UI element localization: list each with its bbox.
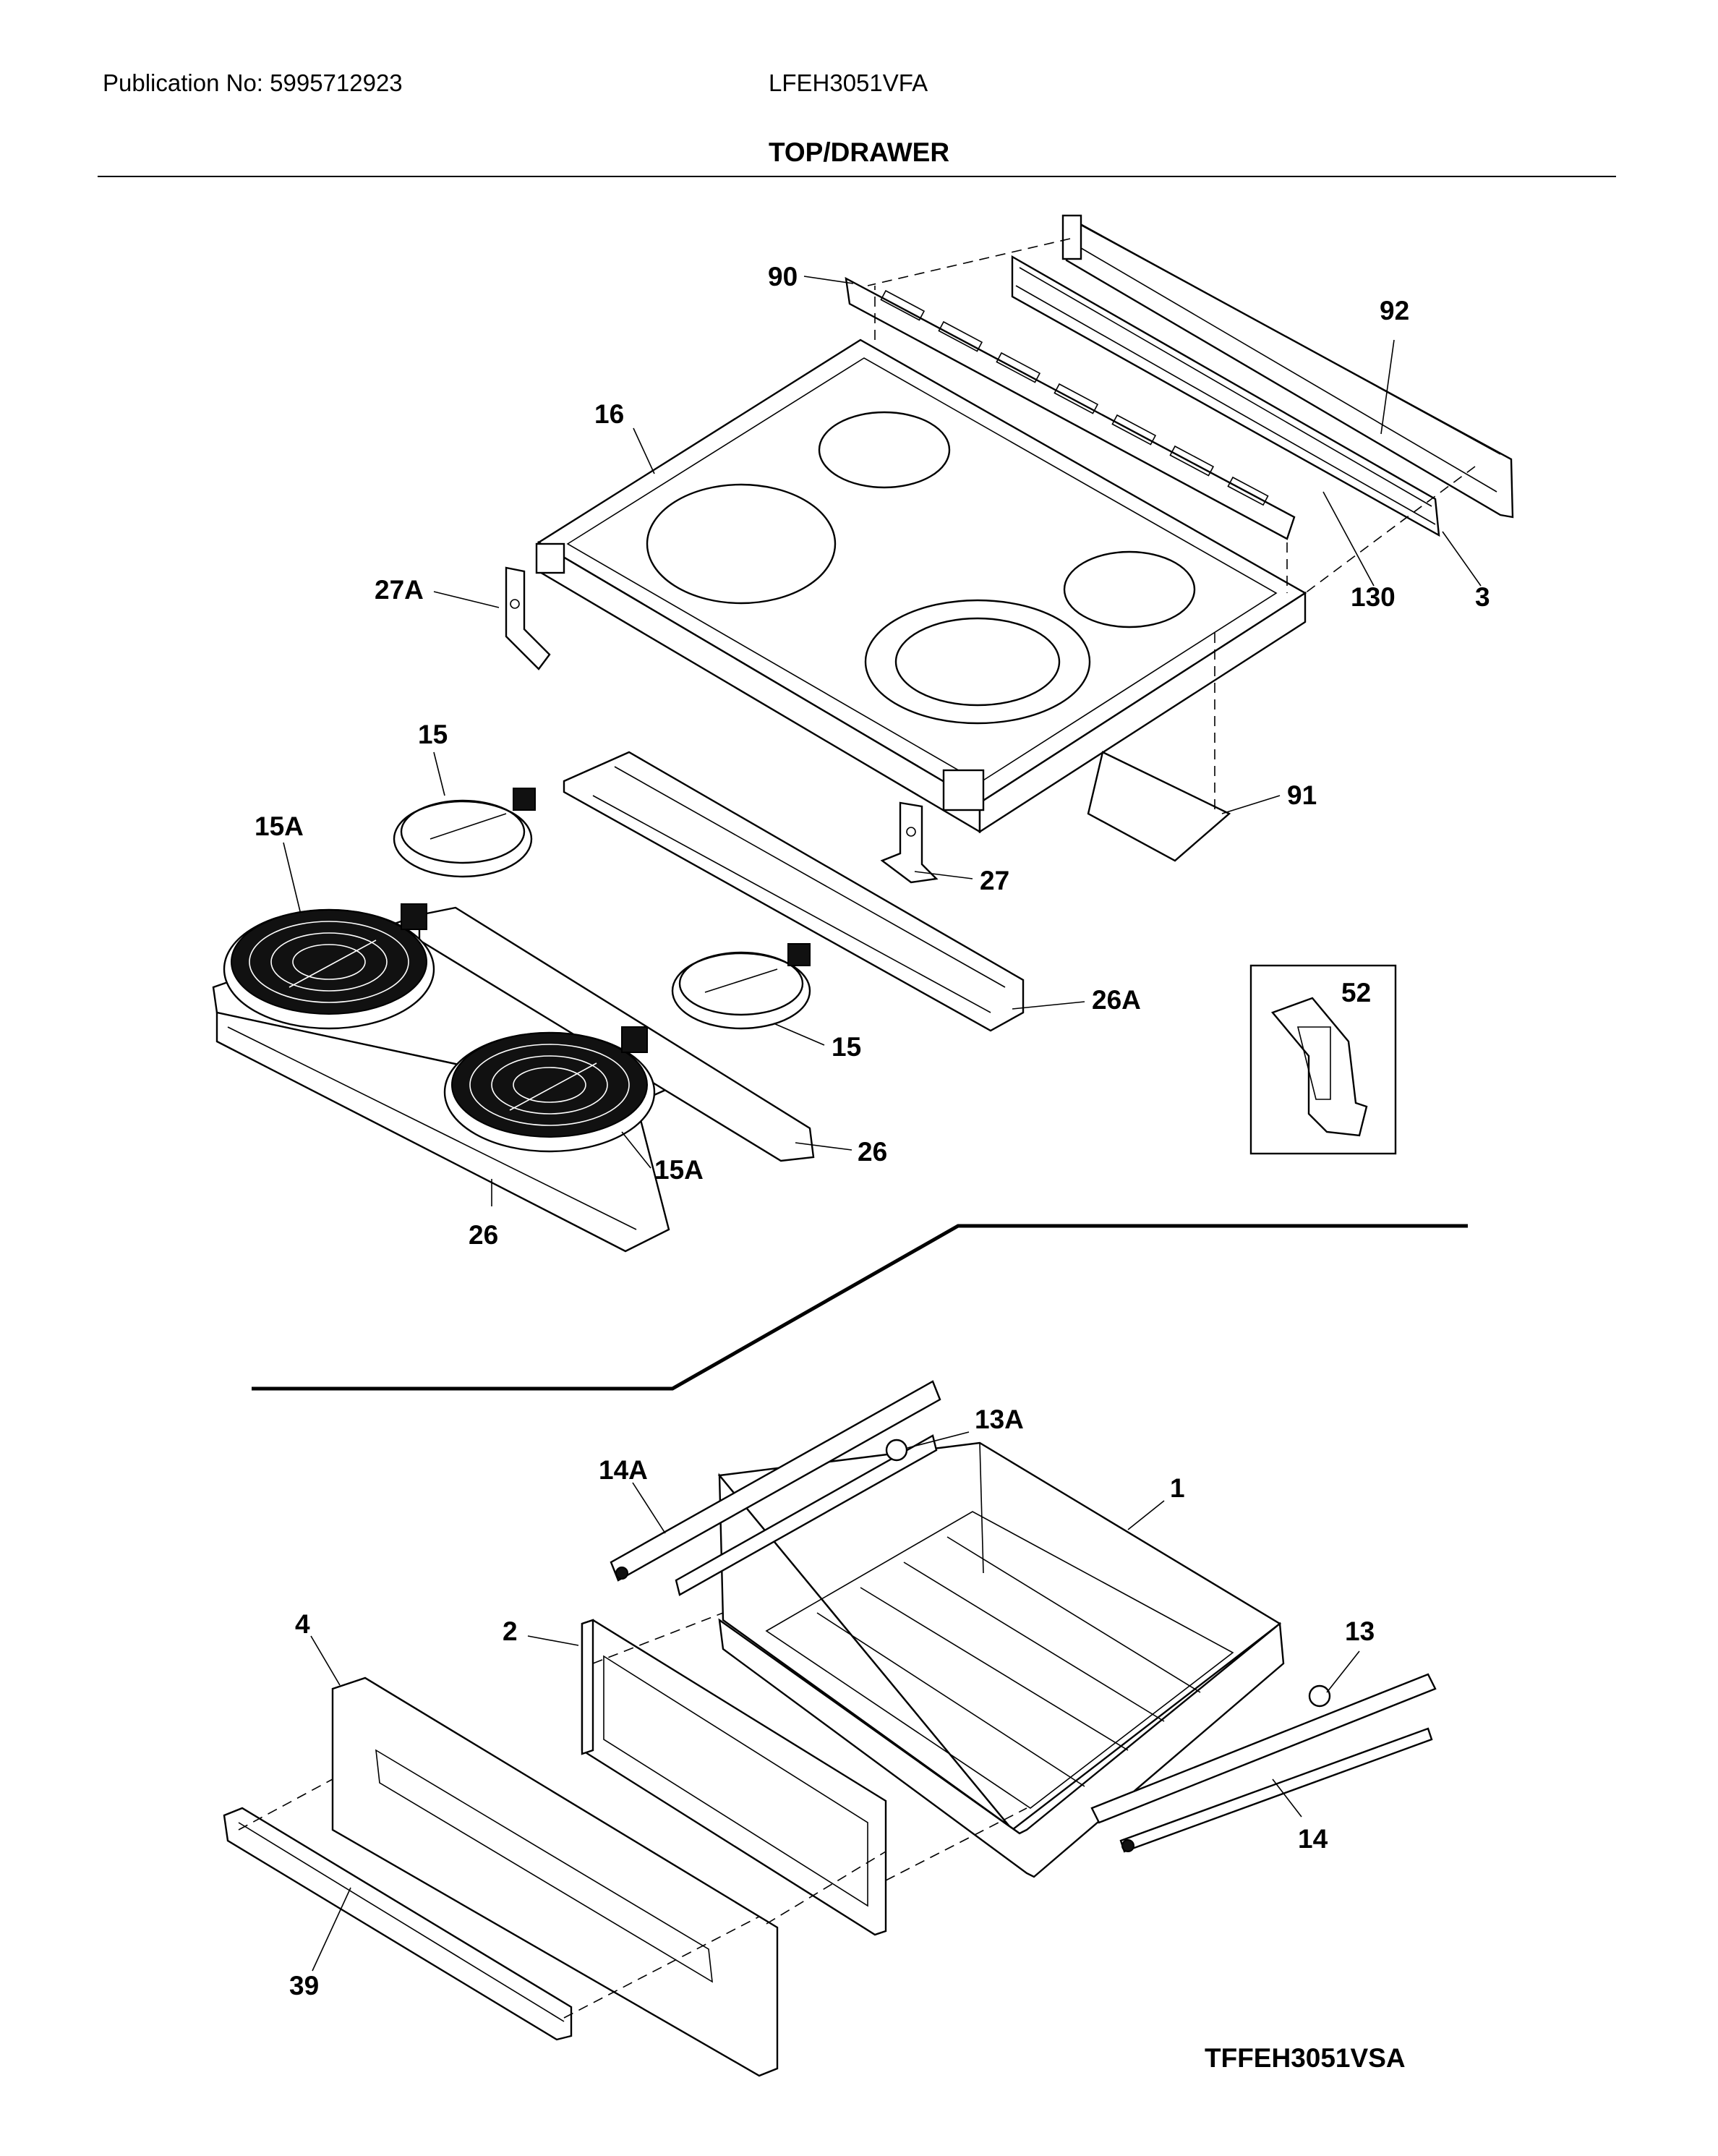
callout-14A: 14A bbox=[599, 1455, 648, 1485]
callout-27A: 27A bbox=[375, 575, 424, 605]
callout-3: 3 bbox=[1475, 582, 1490, 612]
part-16-cooktop bbox=[535, 338, 1307, 834]
callout-15-mid: 15 bbox=[832, 1032, 861, 1062]
part-27-bracket bbox=[880, 801, 939, 884]
callout-4: 4 bbox=[295, 1609, 310, 1639]
part-27A-bracket bbox=[505, 566, 551, 670]
part-1-drawer-body bbox=[717, 1441, 1285, 1878]
diagram-code: TFFEH3051VSA bbox=[1205, 2043, 1406, 2073]
callout-92: 92 bbox=[1380, 296, 1409, 325]
part-15-element-top bbox=[393, 788, 536, 878]
model-number: LFEH3051VFA bbox=[769, 69, 928, 96]
callout-26A: 26A bbox=[1092, 985, 1141, 1015]
page-title: TOP/DRAWER bbox=[768, 137, 950, 167]
section-divider bbox=[252, 1224, 1468, 1391]
part-52-box bbox=[1249, 964, 1397, 1155]
part-15A-element-front bbox=[443, 1026, 656, 1153]
part-3-rear-vent bbox=[1011, 255, 1440, 537]
part-15-element-mid bbox=[671, 943, 811, 1030]
top-guide-lines bbox=[867, 238, 1476, 814]
callout-15A-front: 15A bbox=[654, 1155, 704, 1185]
callout-90: 90 bbox=[768, 262, 798, 291]
callout-15A-left: 15A bbox=[255, 811, 304, 841]
part-13-roller bbox=[1308, 1684, 1331, 1708]
part-26A-support bbox=[563, 751, 1025, 1032]
callout-52: 52 bbox=[1341, 978, 1371, 1007]
part-39-handle bbox=[223, 1807, 573, 2041]
publication-number: Publication No: 5995712923 bbox=[103, 69, 403, 96]
callout-13A: 13A bbox=[975, 1405, 1024, 1434]
callout-130: 130 bbox=[1351, 582, 1396, 612]
part-13A-roller bbox=[885, 1439, 908, 1462]
callout-13: 13 bbox=[1345, 1616, 1375, 1646]
callout-39: 39 bbox=[289, 1971, 319, 2001]
callout-14: 14 bbox=[1298, 1824, 1328, 1854]
part-14A-slide-left bbox=[610, 1380, 941, 1596]
part-92-rear-trim bbox=[1061, 214, 1514, 519]
callout-15-top: 15 bbox=[418, 720, 448, 749]
callout-26-right: 26 bbox=[858, 1137, 887, 1167]
callout-26-bottom: 26 bbox=[469, 1220, 498, 1250]
part-4-drawer-panel bbox=[331, 1676, 779, 2077]
callout-1: 1 bbox=[1170, 1473, 1185, 1503]
part-2-inner-front bbox=[581, 1619, 887, 1936]
part-14-slide-right bbox=[1090, 1673, 1437, 1853]
drawer-guide-lines bbox=[238, 1612, 1027, 2019]
part-90-vent-trim bbox=[845, 276, 1296, 540]
callout-16: 16 bbox=[594, 399, 624, 429]
header-rule bbox=[98, 176, 1616, 177]
part-91-shield bbox=[1087, 751, 1231, 862]
callout-2: 2 bbox=[503, 1616, 518, 1646]
callout-91: 91 bbox=[1287, 780, 1317, 810]
part-15A-element-left bbox=[223, 903, 435, 1030]
leader-lines bbox=[283, 276, 1482, 1972]
callout-27: 27 bbox=[980, 866, 1009, 895]
